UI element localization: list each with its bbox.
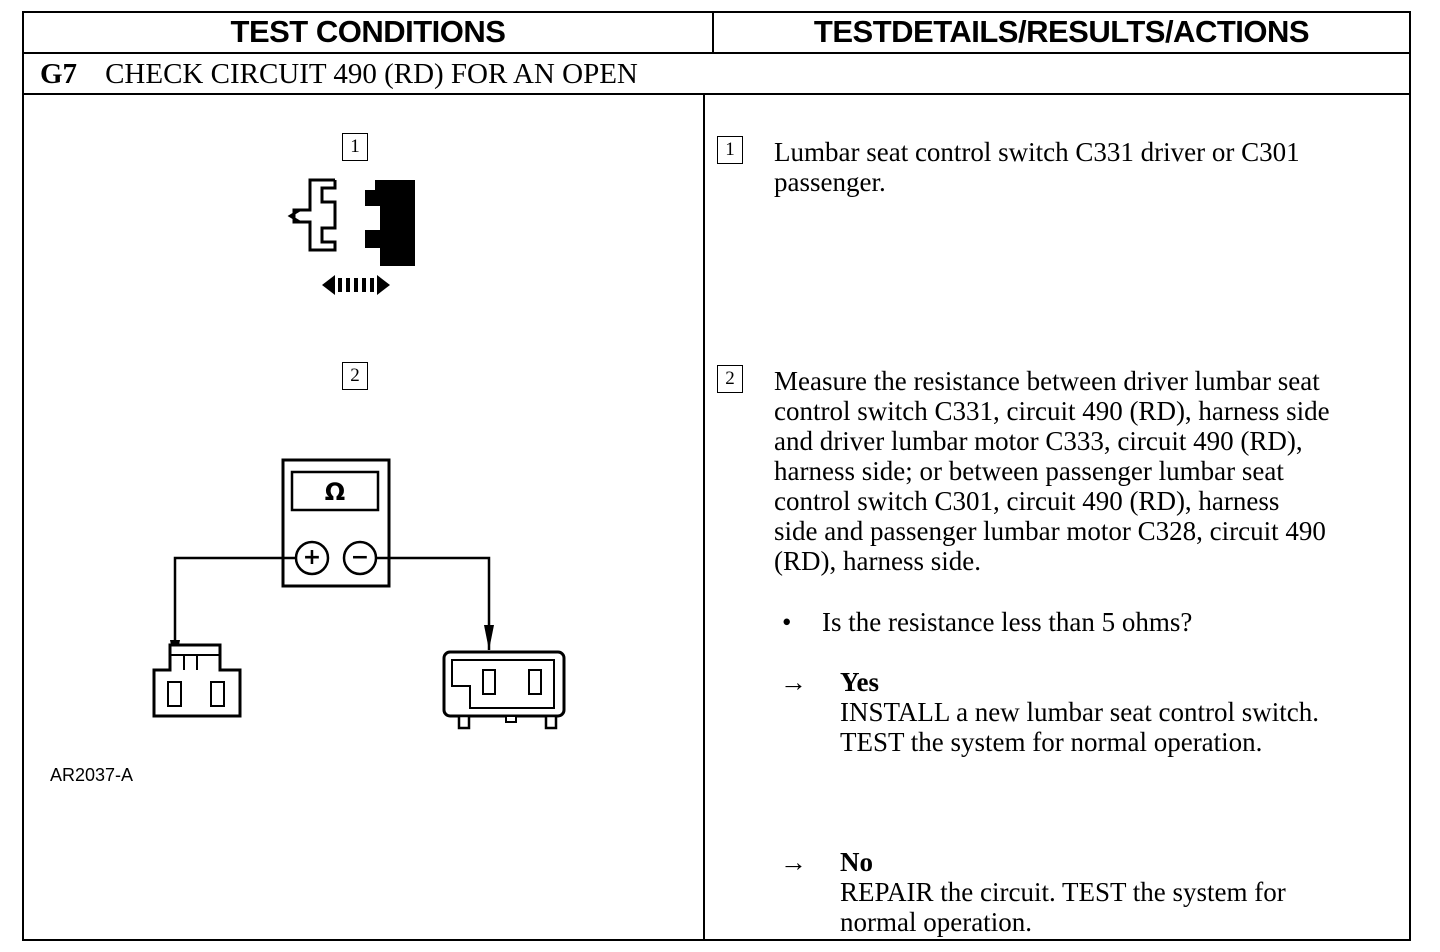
outcome-no: → No REPAIR the circuit. TEST the system… xyxy=(780,847,1400,937)
question-row: • Is the resistance less than 5 ohms? xyxy=(782,607,1382,637)
section-heading: G7 CHECK CIRCUIT 490 (RD) FOR AN OPEN xyxy=(40,56,638,92)
outcome-yes: → Yes INSTALL a new lumbar seat control … xyxy=(780,667,1400,757)
plus-terminal-label: + xyxy=(302,545,322,570)
section-divider xyxy=(22,93,1411,95)
ohmmeter-circuit-diagram xyxy=(152,458,566,730)
ohm-symbol: Ω xyxy=(324,478,346,506)
outcome-no-action: REPAIR the circuit. TEST the system for … xyxy=(840,877,1286,937)
outcome-no-label: No xyxy=(840,847,873,877)
bullet-icon: • xyxy=(782,607,792,637)
figure-id: AR2037-A xyxy=(50,765,134,785)
section-title: CHECK CIRCUIT 490 (RD) FOR AN OPEN xyxy=(105,57,638,90)
header-divider xyxy=(22,52,1411,54)
header-test-details: TESTDETAILS/RESULTS/ACTIONS xyxy=(813,14,1310,49)
arrow-right-icon: → xyxy=(780,847,807,877)
step-2-text: Measure the resistance between driver lu… xyxy=(774,366,1330,576)
section-code: G7 xyxy=(40,57,78,90)
figure-step-1-box: 1 xyxy=(342,133,368,161)
step-1-box: 1 xyxy=(717,136,743,164)
body-column-divider xyxy=(703,93,705,941)
arrow-right-icon: → xyxy=(780,667,807,697)
motor-connector-icon xyxy=(442,650,566,730)
table-bottom-border xyxy=(22,939,1411,941)
connector-disconnect-icon xyxy=(287,178,415,295)
switch-connector-icon xyxy=(152,643,242,718)
header-test-conditions: TEST CONDITIONS xyxy=(230,14,506,49)
figure-step-2-box: 2 xyxy=(342,362,368,390)
outcome-yes-action: INSTALL a new lumbar seat control switch… xyxy=(840,697,1319,757)
step-1-text: Lumbar seat control switch C331 driver o… xyxy=(774,137,1300,197)
header-column-divider xyxy=(712,11,714,53)
minus-terminal-label: − xyxy=(350,545,370,570)
step-2-box: 2 xyxy=(717,365,743,393)
table-top-border xyxy=(22,11,1411,13)
table-right-border xyxy=(1409,11,1411,941)
outcome-yes-label: Yes xyxy=(840,667,879,697)
table-left-border xyxy=(22,11,24,941)
question-text: Is the resistance less than 5 ohms? xyxy=(822,607,1193,637)
